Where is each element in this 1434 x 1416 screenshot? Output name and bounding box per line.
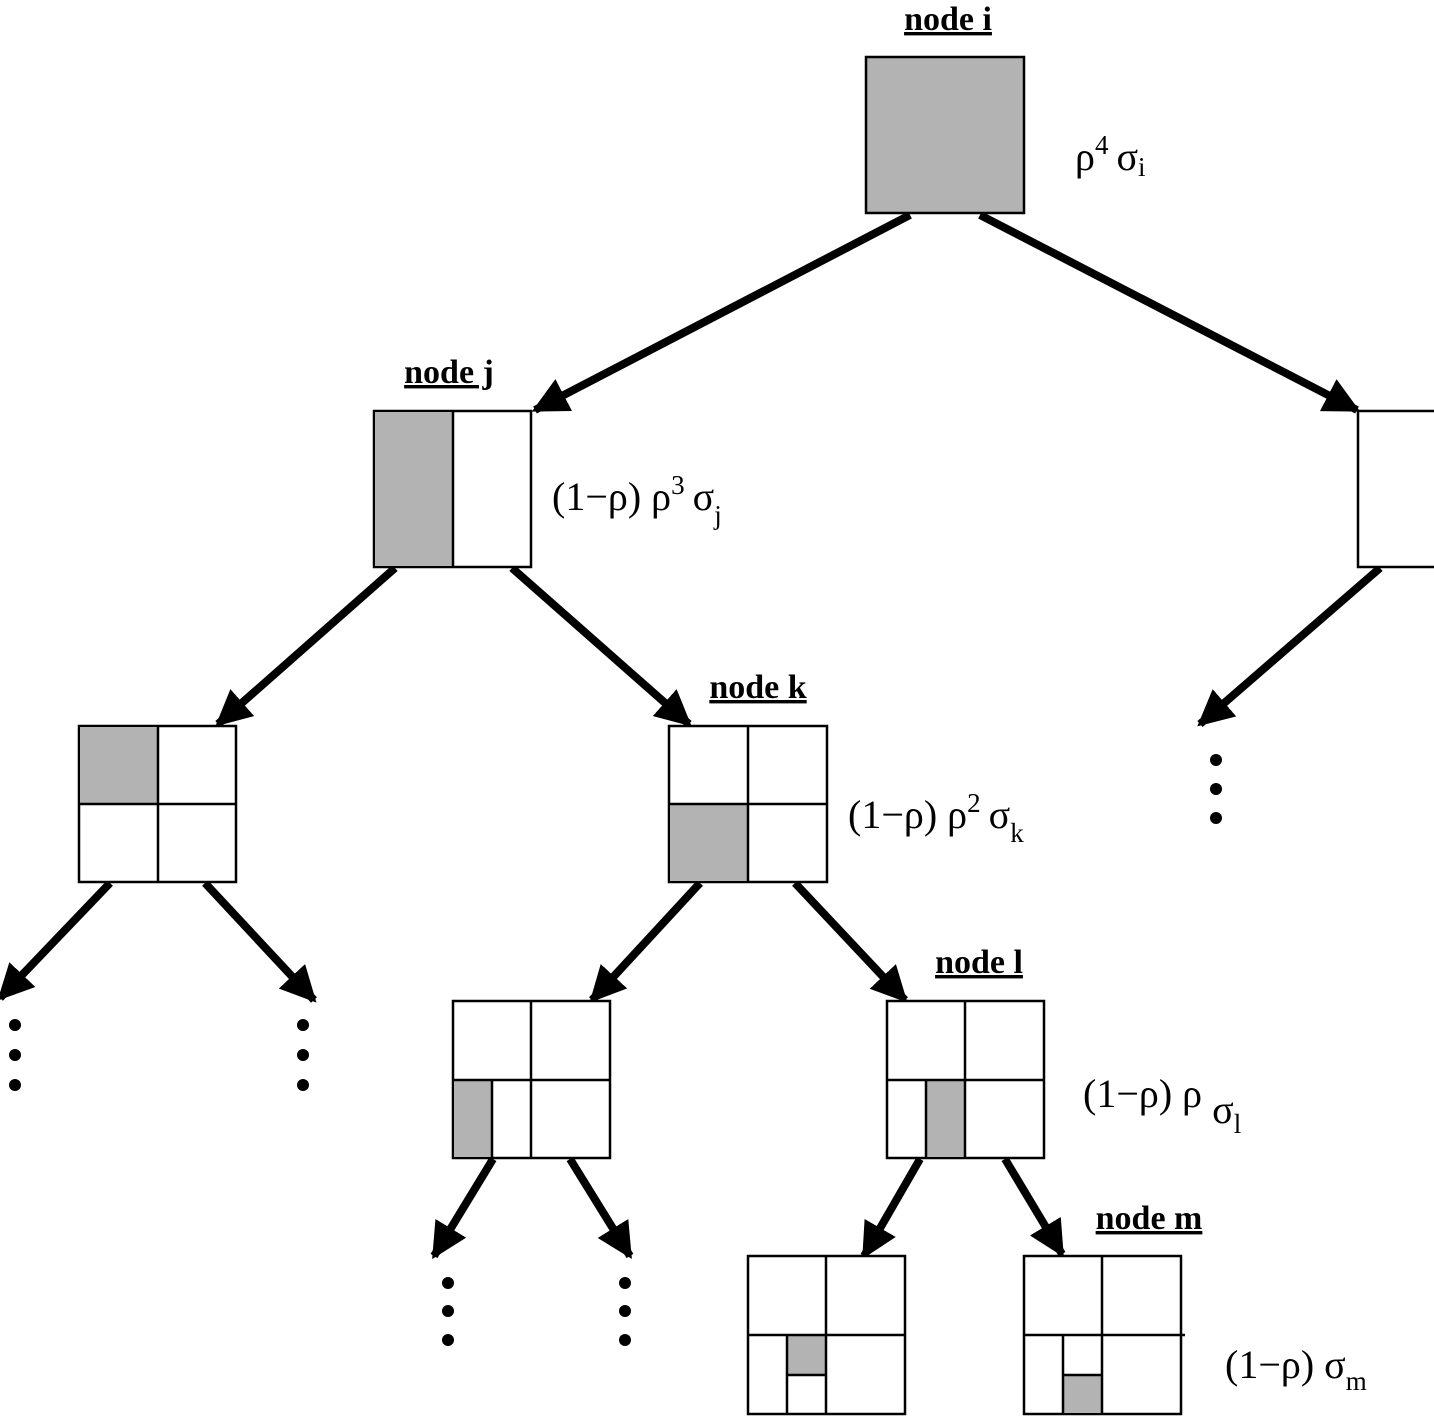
node-m-formula: (1−ρ) σm <box>1225 1342 1367 1396</box>
arrow-i-j <box>531 211 912 414</box>
arrow-right-child <box>1197 564 1383 728</box>
node-j-left-child <box>77 724 238 884</box>
node-l-left-child <box>746 1254 907 1416</box>
node-i <box>864 55 1026 215</box>
edges <box>0 211 1383 1260</box>
node-k <box>667 724 829 884</box>
node-k-label: node k <box>709 669 806 706</box>
arrow-kleft-b <box>566 1156 634 1260</box>
node-l <box>885 999 1046 1160</box>
arrow-l-left <box>860 1157 924 1260</box>
node-right <box>1356 409 1434 569</box>
arrow-kleft-a <box>430 1156 497 1260</box>
node-l-label: node l <box>935 944 1023 981</box>
node-k-left-child <box>451 999 612 1160</box>
arrow-left-a <box>0 880 113 1001</box>
node-m <box>1022 1254 1185 1416</box>
arrow-left-b <box>202 880 317 1003</box>
arrow-k-left <box>589 880 703 1003</box>
arrow-k-l <box>792 880 908 1003</box>
node-j-label: node j <box>404 354 494 391</box>
arrow-i-right <box>978 211 1361 414</box>
ellipsis-dots <box>9 754 1222 1346</box>
node-j <box>372 409 533 569</box>
arrow-l-m <box>1001 1156 1066 1258</box>
node-i-label: node i <box>904 1 992 38</box>
node-m-label: node m <box>1096 1200 1203 1237</box>
arrow-j-k <box>509 564 692 728</box>
arrow-j-left <box>215 564 398 728</box>
